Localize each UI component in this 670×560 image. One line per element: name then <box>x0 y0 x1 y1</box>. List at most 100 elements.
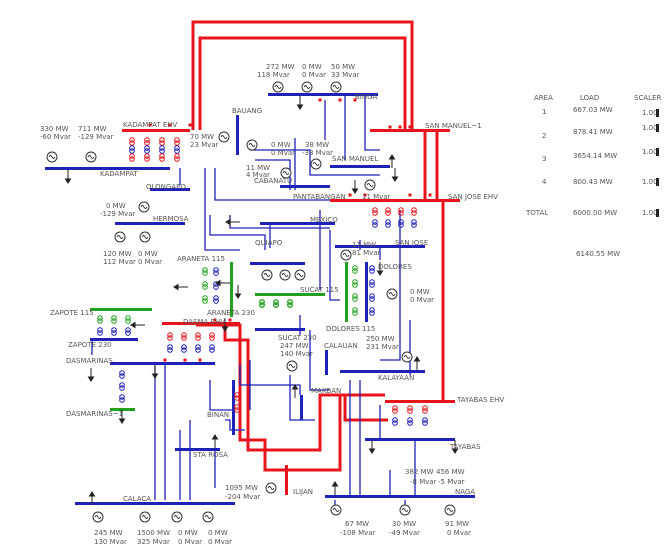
gen-herm120-mw: 120 MW <box>103 250 132 258</box>
label-zapote-230: ZAPOTE 230 <box>68 341 112 349</box>
label-tayabas-ehv: TAYABAS EHV <box>456 396 504 404</box>
label-quiapo: QUIAPO <box>255 239 283 247</box>
transformer-icon <box>385 219 391 228</box>
transformer-icon <box>129 153 135 162</box>
bus-calaca <box>75 502 235 505</box>
generator-icon <box>399 504 411 516</box>
bus-dasmarinas <box>110 362 215 365</box>
generator-icon <box>310 158 322 170</box>
gen-naga91-mw: 91 MW <box>445 520 469 528</box>
transformer-icon <box>392 405 398 414</box>
bus-kalayaan <box>340 370 425 373</box>
transformer-icon <box>129 145 135 154</box>
area-1: 1 <box>542 108 546 116</box>
transformer-icon <box>209 332 215 341</box>
label-dolores: DOLORES <box>378 263 412 271</box>
load-arrow-icon <box>388 154 396 168</box>
label-san-manuel: SAN MANUEL <box>332 155 378 163</box>
generator-icon <box>364 179 376 191</box>
label-mexico: MEXICO <box>310 216 338 224</box>
gen-tay382-mw: 382 MW <box>405 468 434 476</box>
area-2-scaler[interactable]: 1.00 <box>642 124 658 132</box>
col-header-load: LOAD <box>580 94 599 102</box>
breaker-icon <box>398 125 402 129</box>
breaker-icon <box>188 123 192 127</box>
transformer-icon <box>422 417 428 426</box>
transformer-icon <box>411 207 417 216</box>
transformer-icon <box>97 327 103 336</box>
transformer-icon <box>213 295 219 304</box>
area-1-scaler[interactable]: 1.00 <box>642 109 658 117</box>
generator-icon <box>171 511 183 523</box>
gen-cab-mw: 11 MW <box>246 164 270 172</box>
bus-tayabas-ehv <box>385 400 455 403</box>
scaler-spin-3[interactable] <box>656 148 659 156</box>
col-header-scaler: SCALER <box>634 94 661 102</box>
bus-binga <box>268 93 378 96</box>
generator-icon <box>46 151 58 163</box>
generator-icon <box>301 81 313 93</box>
gen-cal1500-mvar: 325 Mvar <box>137 538 170 546</box>
gen-cal245-mw: 245 MW <box>94 529 123 537</box>
label-sucat-115: SUCAT 115 <box>300 286 339 294</box>
gen-cal1500-mw: 1500 MW <box>137 529 170 537</box>
generator-icon <box>279 269 291 281</box>
scaler-spin-2[interactable] <box>656 124 659 132</box>
area-load-table: AREA LOAD SCALER 1 667.03 MW 1.00 2 878.… <box>525 94 661 258</box>
bus-makban <box>300 395 303 420</box>
transformer-icon <box>119 370 125 379</box>
bus-dasmarinas-2 <box>110 408 135 411</box>
label-hermosa: HERMOSA <box>153 215 189 223</box>
load-arrow-icon <box>331 481 339 495</box>
load-arrow-icon <box>211 434 219 448</box>
load-arrow-icon <box>130 321 145 329</box>
transformer-icon <box>202 295 208 304</box>
area-3-scaler[interactable]: 1.00 <box>642 148 658 156</box>
label-kadampat-ehv: KADAMPAT EHV <box>123 121 178 129</box>
load-arrow-icon <box>64 170 72 184</box>
bus-sta-rosa <box>175 448 220 451</box>
breaker-icon <box>213 318 217 322</box>
breaker-icon <box>163 358 167 362</box>
gen-sj11-mw: 11 MW <box>352 241 376 249</box>
area-total-scaler[interactable]: 1.00 <box>642 209 658 217</box>
area-4-scaler[interactable]: 1.00 <box>642 178 658 186</box>
transformer-icon <box>398 219 404 228</box>
gen-naga91-mvar: 0 Mvar <box>447 529 471 537</box>
gen-cal0b-mvar: 0 Mvar <box>208 538 232 546</box>
scaler-spin-total[interactable] <box>656 209 659 217</box>
gen-binga2-mvar: 0 Mvar <box>302 71 326 79</box>
generator-icon <box>330 81 342 93</box>
bus-san-manuel <box>330 165 390 168</box>
breaker-icon <box>338 98 342 102</box>
label-zapote-115: ZAPOTE 115 <box>50 309 94 317</box>
gen-pant-mvar: 11 Mvar <box>362 193 391 201</box>
gen-ilijan-mvar: -204 Mvar <box>225 493 261 501</box>
bus-dolores-115 <box>345 262 348 322</box>
generator-icon <box>401 351 413 363</box>
load-arrow-icon <box>376 262 384 276</box>
label-dasmarinas-2: DASMARINAS~1 <box>66 410 123 418</box>
transformer-icon <box>195 344 201 353</box>
bus-dolores <box>365 262 368 322</box>
area-2-load: 878.41 MW <box>573 128 613 136</box>
generator-icon <box>85 151 97 163</box>
generator-icon <box>139 231 151 243</box>
breaker-icon <box>318 98 322 102</box>
transformer-icon <box>144 137 150 146</box>
scaler-spin-1[interactable] <box>656 109 659 117</box>
transformer-icon <box>398 207 404 216</box>
transformer-icon <box>97 315 103 324</box>
label-kalayaan: KALAYAAN <box>378 374 414 382</box>
gen-suc247-mw: 247 MW <box>280 342 309 350</box>
label-san-jose-ehv: SAN JOSE EHV <box>448 193 498 201</box>
generator-icon <box>444 504 456 516</box>
generation-total: 6140.55 MW <box>576 250 620 258</box>
label-binan: BINAN <box>207 411 229 419</box>
load-arrows <box>64 96 459 505</box>
generator-icon <box>202 511 214 523</box>
generator-icon <box>139 511 151 523</box>
transformer-icon <box>167 332 173 341</box>
gen-naga67-mvar: -108 Mvar <box>340 529 376 537</box>
scaler-spin-4[interactable] <box>656 178 659 186</box>
